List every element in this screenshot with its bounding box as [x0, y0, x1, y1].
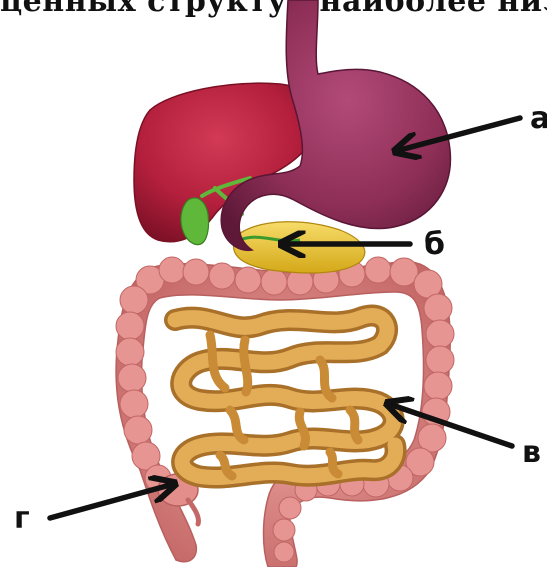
label-b: б	[424, 227, 445, 262]
label-a: а	[530, 101, 547, 136]
pancreas	[234, 222, 365, 273]
arrow-v	[392, 405, 512, 446]
label-g: г	[14, 501, 30, 536]
label-v: в	[522, 435, 541, 470]
small-intestine	[175, 315, 396, 477]
